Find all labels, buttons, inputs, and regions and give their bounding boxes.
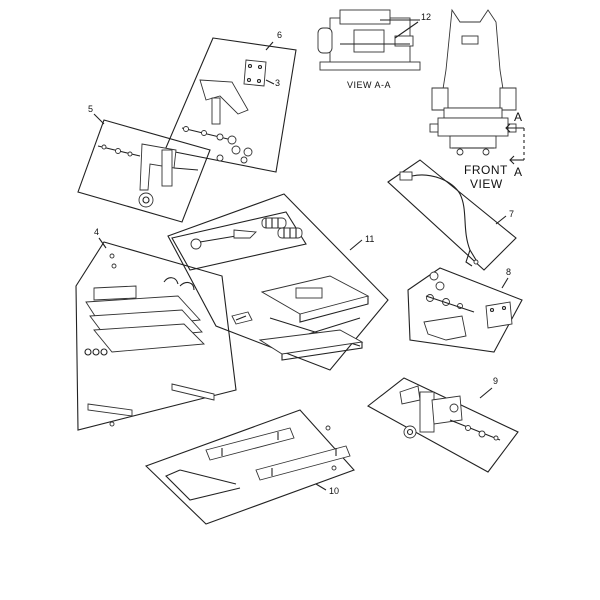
seat-front-view: A A FRONT VIEW [429, 8, 525, 191]
part-label-4: 4 [94, 227, 99, 237]
part-label-11: 11 [365, 234, 374, 244]
panel-7: 7 [387, 159, 517, 271]
view-aa-caption: VIEW A-A [347, 80, 391, 90]
panel-4: 4 [75, 227, 237, 431]
panel-10: 10 [144, 409, 355, 525]
part-label-12: 12 [421, 12, 431, 22]
part-label-6: 6 [277, 30, 282, 40]
part-label-3: 3 [275, 78, 280, 88]
panel-8: 8 [407, 267, 523, 353]
part-label-10: 10 [329, 486, 339, 496]
view-aa-assembly: VIEW A-A 12 [317, 9, 431, 90]
part-label-8: 8 [506, 267, 511, 277]
panel-9: 9 [367, 376, 519, 473]
panel-11: 11 [167, 193, 389, 371]
panel-6: 6 3 [164, 30, 297, 173]
section-marker-a-bottom: A [514, 165, 523, 179]
front-view-caption-line1: FRONT [464, 163, 508, 177]
part-label-7: 7 [509, 209, 514, 219]
front-view-caption-line2: VIEW [470, 177, 503, 191]
section-marker-a-top: A [514, 110, 523, 124]
panel-5: 5 [77, 104, 211, 223]
part-label-5: 5 [88, 104, 93, 114]
part-label-9: 9 [493, 376, 498, 386]
